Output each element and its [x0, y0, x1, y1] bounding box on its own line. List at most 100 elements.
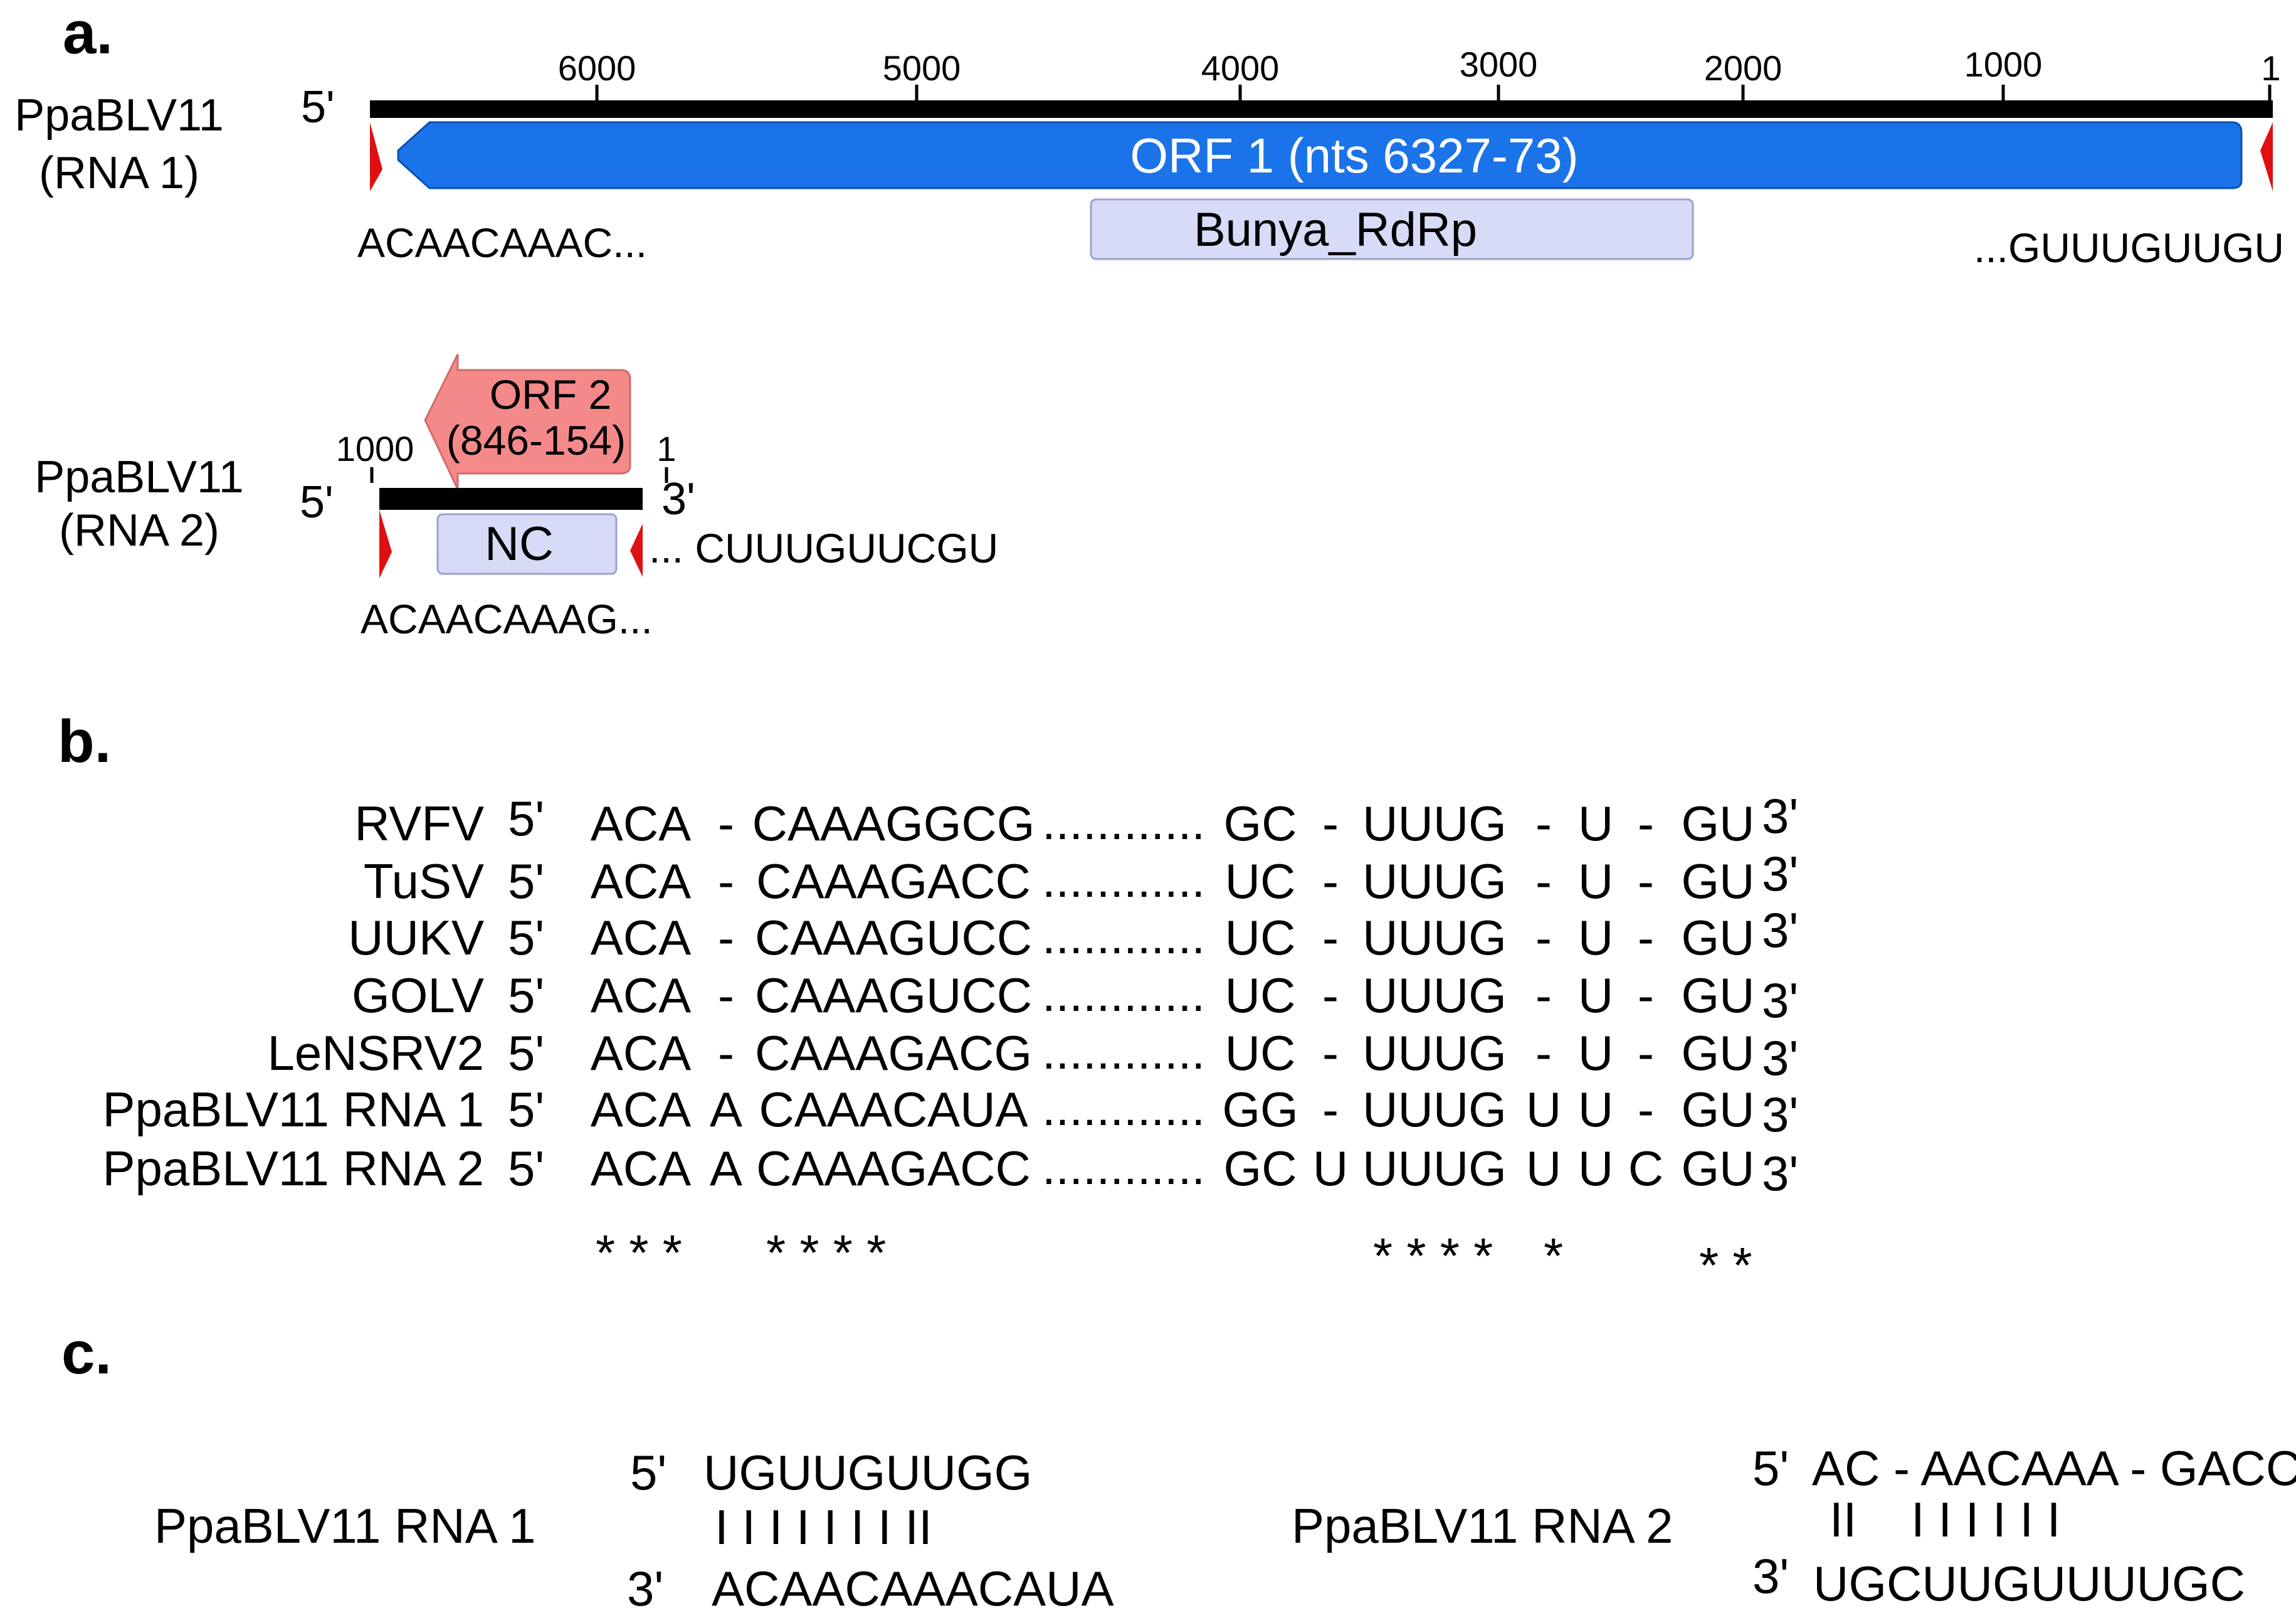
- nc-domain-label: NC: [485, 517, 554, 571]
- alignment-segment-c10: GU: [1682, 968, 1755, 1023]
- alignment-segment-c4: GC: [1224, 1141, 1297, 1196]
- alignment-segment-c3: CAAAGUCC: [755, 968, 1032, 1023]
- orf2-label-line2: (846-154): [446, 417, 626, 463]
- conservation-stars-group: * *: [1699, 1237, 1752, 1293]
- alignment-five-prime: 5': [508, 1082, 544, 1137]
- nc-domain: [436, 513, 618, 575]
- rna2-panhandle: PpaBLV11 RNA 2 5' AC - AACAAA - GACC II …: [1292, 1441, 2296, 1611]
- rna1-name-line1: PpaBLV11: [14, 90, 224, 140]
- alignment-three-prime: 3': [1762, 788, 1798, 843]
- rna1-5prime-sequence: ACAACAAAC...: [357, 219, 647, 266]
- rna1-five-prime-label: 5': [301, 82, 335, 132]
- alignment-segment-c7: -: [1535, 1025, 1552, 1081]
- alignment-segment-c2: -: [718, 968, 734, 1023]
- alignment-gap-dots: ............: [1042, 1139, 1205, 1195]
- alignment-segment-c3: CAAACAUA: [759, 1082, 1028, 1137]
- panel-b-label: b.: [58, 708, 111, 775]
- orf1-arrow: [397, 121, 2243, 189]
- alignment-segment-c4: UC: [1225, 968, 1296, 1023]
- alignment-segment-c7: -: [1535, 854, 1552, 909]
- alignment-segment-c5: -: [1322, 796, 1339, 851]
- rna2-5prime-sequence: ACAACAAAG...: [361, 596, 653, 642]
- alignment-segment-c9: -: [1638, 968, 1654, 1023]
- rna1-pairing-three-prime: 3': [627, 1561, 663, 1616]
- alignment-three-prime: 3': [1762, 973, 1798, 1028]
- alignment-segment-c8: U: [1578, 910, 1613, 965]
- alignment-segment-c5: U: [1313, 1141, 1348, 1196]
- alignment-segment-c3: CAAAGGCG: [752, 796, 1035, 851]
- alignment-five-prime: 5': [508, 1141, 544, 1196]
- rna2-tick-label-1000: 1000: [336, 429, 414, 468]
- rna2-5prime-terminal-marker: [379, 510, 392, 578]
- alignment-segment-c5: -: [1322, 968, 1339, 1023]
- alignment-segment-c2: -: [718, 1025, 734, 1081]
- conservation-stars-group: *: [1544, 1228, 1563, 1284]
- alignment-segment-c4: UC: [1225, 854, 1296, 909]
- alignment-segment-c10: GU: [1682, 910, 1755, 965]
- tick-label-5000: 5000: [883, 48, 961, 88]
- rna2-pairing-five-prime: 5': [1752, 1441, 1789, 1496]
- alignment-segment-c5: -: [1322, 1082, 1339, 1137]
- alignment-segment-c8: U: [1578, 854, 1613, 909]
- alignment-segment-c4: UC: [1225, 1025, 1296, 1081]
- alignment-three-prime: 3': [1762, 1087, 1798, 1142]
- rna1-pairing-bottom-strand: ACAACAAACAUA: [712, 1561, 1114, 1616]
- alignment-segment-c4: GG: [1222, 1082, 1298, 1137]
- alignment-virus-name: RVFV: [354, 796, 484, 851]
- rna2-pairing-bonds: II I I I I I I: [1830, 1492, 2060, 1547]
- alignment-segment-c6: UUUG: [1362, 1082, 1507, 1137]
- alignment-five-prime: 5': [508, 910, 544, 965]
- rna2-pairing-top-strand: AC - AACAAA - GACC: [1812, 1441, 2296, 1496]
- alignment-segment-c3: CAAAGACC: [756, 1141, 1031, 1196]
- alignment-segment-c10: GU: [1682, 854, 1755, 909]
- rna1-pairing-label: PpaBLV11 RNA 1: [154, 1498, 536, 1553]
- conservation-stars-group: * * * *: [766, 1225, 886, 1281]
- alignment-segment-c6: UUUG: [1362, 1141, 1507, 1196]
- tick-label-4000: 4000: [1201, 48, 1280, 88]
- alignment-segment-c6: UUUG: [1362, 1025, 1507, 1081]
- alignment-segment-c2: -: [718, 910, 734, 965]
- tick-label-6000: 6000: [558, 48, 636, 88]
- rna1-pairing-five-prime: 5': [630, 1445, 666, 1500]
- rna1-name-line2: (RNA 1): [39, 148, 199, 198]
- conservation-stars: * * * * * * * * * * * * * *: [596, 1225, 1752, 1293]
- alignment-virus-name: PpaBLV11 RNA 1: [103, 1082, 485, 1137]
- alignment-segment-c1: ACA: [591, 854, 691, 909]
- alignment-three-prime: 3': [1762, 902, 1798, 958]
- alignment-segment-c5: -: [1322, 1025, 1339, 1081]
- conservation-stars-group: * * *: [596, 1225, 682, 1281]
- alignment-segment-c9: -: [1638, 1082, 1654, 1137]
- alignment-segment-c1: ACA: [591, 796, 691, 851]
- tick-label-2000: 2000: [1704, 48, 1783, 88]
- alignment-segment-c6: UUUG: [1362, 796, 1507, 851]
- rna2-name-line1: PpaBLV11: [34, 452, 244, 502]
- rna2-pairing-bottom-strand: UGCUUGUUUUGC: [1813, 1556, 2245, 1611]
- alignment-virus-name: GOLV: [352, 968, 484, 1023]
- alignment-segment-c10: GU: [1682, 796, 1755, 851]
- alignment-segment-c1: ACA: [591, 1025, 691, 1081]
- panel-c-label: c.: [61, 1319, 112, 1387]
- alignment-segment-c4: GC: [1224, 796, 1297, 851]
- alignment-segment-c3: CAAAGUCC: [755, 910, 1032, 965]
- alignment-segment-c6: UUUG: [1362, 854, 1507, 909]
- alignment-three-prime: 3': [1762, 1146, 1798, 1201]
- alignment-segment-c5: -: [1322, 854, 1339, 909]
- alignment-segment-c1: ACA: [591, 1082, 691, 1137]
- bunya-rdrp-domain: [1090, 198, 1694, 260]
- rna1-3prime-sequence: ...GUUUGUUGU: [1974, 225, 2284, 271]
- alignment-segment-c4: UC: [1225, 910, 1296, 965]
- alignment-virus-name: UUKV: [348, 910, 484, 965]
- alignment-segment-c7: U: [1526, 1082, 1561, 1137]
- bunya-rdrp-domain-label: Bunya_RdRp: [1194, 203, 1477, 256]
- alignment-virus-name: TuSV: [364, 854, 484, 909]
- alignment-segment-c7: -: [1535, 796, 1552, 851]
- alignment-segment-c2: A: [710, 1082, 742, 1137]
- alignment-segment-c9: C: [1628, 1141, 1663, 1196]
- alignment-segment-c2: -: [718, 854, 734, 909]
- rna1-panhandle: PpaBLV11 RNA 1 5' UGUUGUUGG I I I I I I …: [154, 1445, 1114, 1616]
- rna2-pairing-label: PpaBLV11 RNA 2: [1292, 1498, 1673, 1553]
